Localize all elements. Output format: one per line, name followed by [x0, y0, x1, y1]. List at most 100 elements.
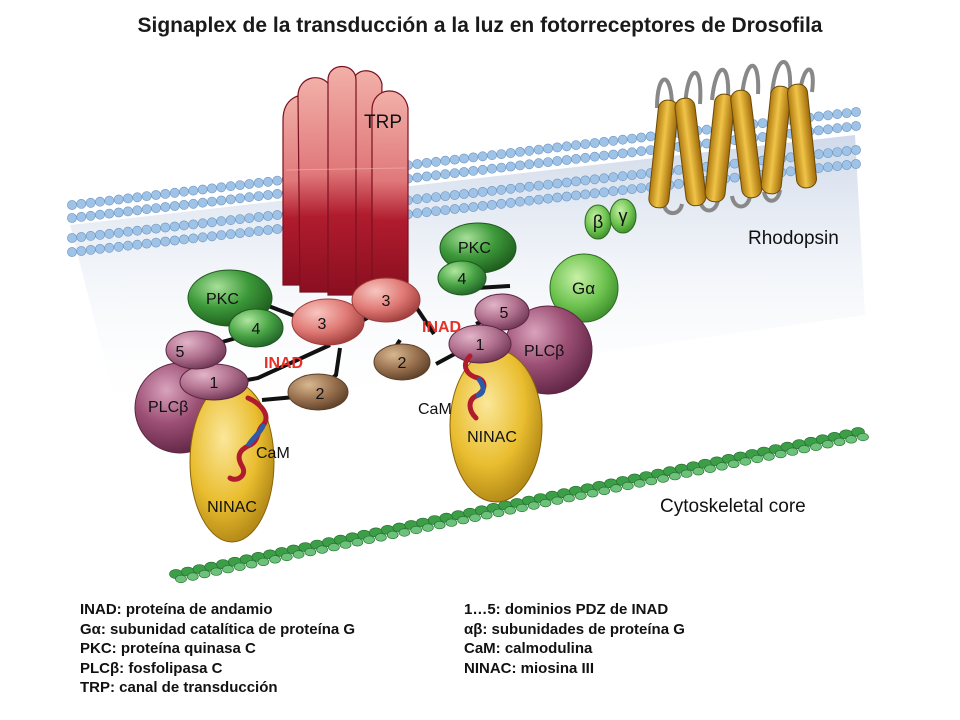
lipid-head	[636, 132, 647, 143]
left-d5-label: 5	[176, 344, 185, 361]
left-d1-label: 1	[210, 375, 219, 392]
lipid-head	[197, 184, 208, 195]
lipid-head	[627, 184, 637, 194]
inad-left-label: INAD	[264, 355, 303, 372]
lipid-head	[132, 205, 143, 216]
beta-label: β	[593, 212, 603, 232]
helix-6	[787, 83, 817, 189]
lipid-head	[561, 141, 572, 152]
lipid-head	[645, 131, 656, 142]
lipid-head	[67, 233, 77, 243]
lipid-head	[617, 134, 628, 145]
actin-bead	[386, 530, 399, 540]
lipid-head	[449, 168, 460, 178]
lipid-head	[179, 234, 189, 245]
lipid-head	[823, 110, 833, 121]
lipid-head	[449, 190, 460, 200]
inad-left-pdz4	[228, 308, 284, 348]
lipid-head	[113, 241, 124, 252]
lipid-head	[412, 159, 423, 169]
lipid-head	[216, 182, 227, 193]
lipid-head	[468, 165, 479, 176]
lipid-head	[151, 237, 161, 248]
lipid-head	[515, 146, 525, 157]
lipid-head	[421, 157, 432, 168]
lipid-head	[440, 205, 451, 215]
actin-bead	[739, 457, 752, 466]
left-d4-label: 4	[252, 321, 261, 338]
g-alpha-subunit	[549, 253, 619, 323]
lipid-head	[524, 195, 535, 206]
legend-item: PKC: proteína quinasa C	[80, 640, 256, 657]
inad-right-pdz5	[474, 293, 530, 331]
actin-bead	[210, 567, 223, 576]
lipid-head	[599, 187, 609, 198]
lipid-head	[85, 197, 96, 208]
lipid-head	[169, 235, 180, 246]
lipid-head	[851, 159, 861, 169]
lipid-head	[841, 146, 852, 156]
actin-bead	[680, 469, 693, 478]
lipid-head	[552, 178, 563, 189]
lipid-head	[636, 169, 647, 179]
actin-bead	[410, 525, 423, 535]
lipid-head	[235, 180, 245, 190]
lipid-head	[608, 149, 619, 160]
lipid-head	[468, 152, 479, 163]
lipid-head	[412, 208, 423, 219]
helix-5	[760, 85, 792, 195]
lipid-head	[141, 224, 152, 235]
actin-bead	[398, 528, 411, 537]
legend-right: 1…5: dominios PDZ de INAD αβ: subunidade…	[464, 600, 685, 678]
actin-bead	[492, 508, 505, 518]
inad-right-pdz2	[373, 343, 431, 381]
lipid-head	[197, 197, 208, 208]
lipid-head	[132, 225, 143, 236]
lipid-head	[188, 219, 199, 230]
lipid-head	[571, 176, 581, 187]
actin-bead	[692, 467, 705, 476]
helix-3	[704, 93, 735, 203]
inad-right-pdz4	[437, 260, 487, 296]
helix-2	[674, 97, 707, 207]
lipid-head	[477, 164, 488, 175]
lipid-head	[589, 138, 600, 148]
lipid-head	[571, 153, 581, 164]
lipid-head	[169, 187, 180, 198]
rhodopsin-receptor	[648, 60, 817, 216]
lipid-head	[524, 145, 535, 156]
lipid-head	[505, 183, 516, 194]
actin-bead	[292, 550, 305, 559]
lipid-head	[505, 197, 516, 208]
lipid-head	[617, 171, 628, 182]
lipid-head	[599, 150, 609, 161]
lipid-head	[823, 124, 833, 135]
pkc-right-label: PKC	[458, 240, 491, 257]
actin-bead	[198, 569, 211, 579]
lipid-head	[225, 181, 236, 192]
ninac-right-label: NINAC	[467, 429, 517, 446]
lipid-head	[813, 111, 824, 122]
cam-left-label: CaM	[256, 445, 290, 462]
trp-label: TRP	[364, 112, 402, 133]
actin-bead	[810, 442, 822, 451]
actin-bead	[516, 503, 528, 513]
actin-bead	[280, 552, 293, 562]
lipid-head	[543, 157, 553, 167]
lipid-head	[113, 194, 124, 205]
lipid-head	[104, 208, 115, 219]
lipid-head	[253, 177, 264, 188]
lipid-head	[599, 136, 609, 147]
lipid-head	[160, 188, 171, 199]
actin-bead	[821, 440, 834, 449]
actin-bead	[480, 511, 493, 520]
lipid-head	[141, 191, 152, 201]
right-d2-label: 2	[398, 355, 407, 372]
actin-bead	[504, 506, 517, 515]
lipid-head	[188, 198, 199, 209]
actin-bead	[657, 474, 669, 483]
lipid-head	[141, 204, 152, 215]
lipid-head	[235, 228, 245, 238]
lipid-head	[207, 217, 217, 228]
actin-bead	[269, 555, 281, 564]
